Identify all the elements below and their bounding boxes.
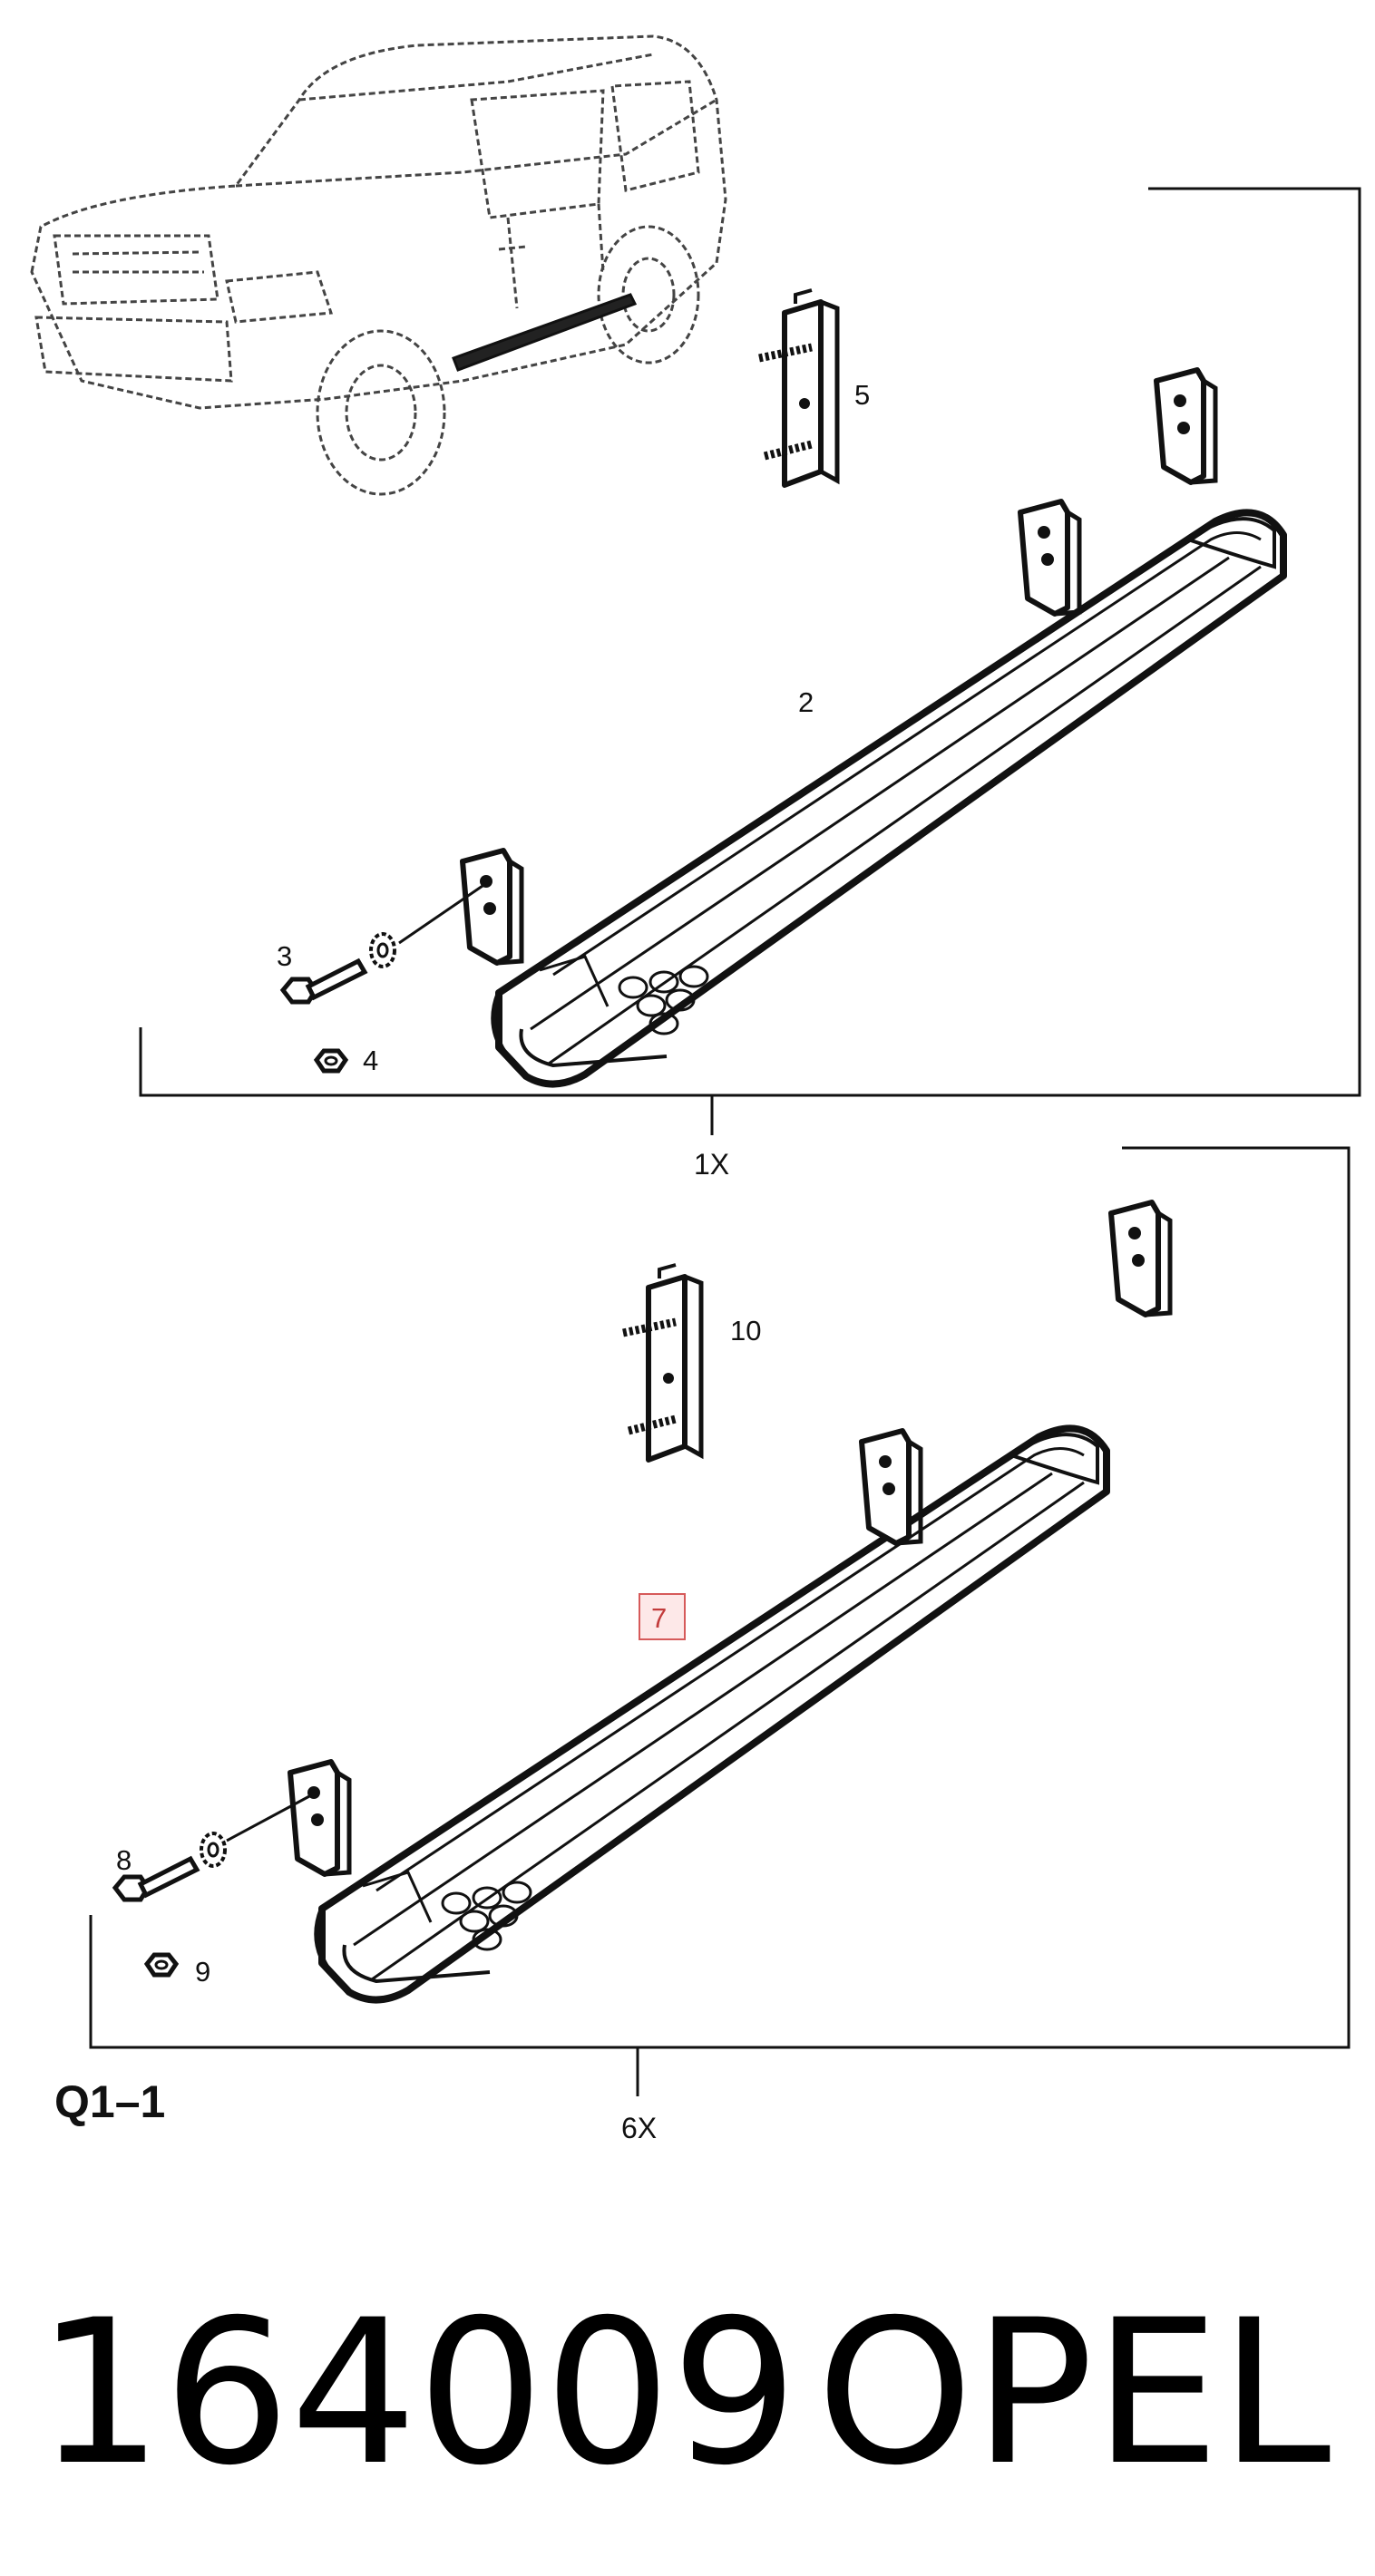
upper-step-board <box>493 512 1283 1084</box>
upper-mount-bracket-front <box>463 851 522 963</box>
brand-name: OPEL <box>816 2277 1331 2509</box>
upper-support-bracket <box>759 290 837 485</box>
callout-8: 8 <box>116 1844 132 1876</box>
callout-10: 10 <box>730 1315 761 1346</box>
callout-9: 9 <box>195 1956 210 1988</box>
callout-7-highlight[interactable]: 7 <box>639 1593 686 1640</box>
upper-mount-bracket-middle <box>1020 501 1079 614</box>
upper-mount-bracket-rear <box>1156 370 1215 482</box>
lower-step-board <box>317 1428 1107 1999</box>
lower-washer <box>200 1832 227 1868</box>
lower-bracket-frame <box>89 1146 1351 2049</box>
figure-reference: Q1–1 <box>54 2076 165 2127</box>
part-number: 164009 <box>36 2277 798 2509</box>
lower-nut <box>147 1955 176 1975</box>
callout-2: 2 <box>798 686 814 718</box>
callout-4: 4 <box>363 1045 378 1076</box>
vehicle-step-board-highlight <box>452 293 638 372</box>
lower-assembly <box>89 1146 1351 2096</box>
lower-support-bracket <box>623 1265 701 1460</box>
upper-quantity-label: 1X <box>694 1148 729 1181</box>
upper-assembly <box>139 187 1361 1135</box>
upper-bolt <box>283 961 365 1002</box>
lower-mount-bracket-front <box>290 1762 349 1874</box>
vehicle-illustration <box>30 34 727 496</box>
callout-5: 5 <box>854 379 870 411</box>
callout-7: 7 <box>651 1602 667 1634</box>
upper-nut <box>317 1051 346 1071</box>
lower-mount-bracket-rear <box>1111 1202 1170 1315</box>
callout-3: 3 <box>277 940 292 972</box>
upper-washer <box>369 932 396 968</box>
lower-quantity-label: 6X <box>621 2112 657 2144</box>
upper-bracket-frame <box>139 187 1361 1097</box>
